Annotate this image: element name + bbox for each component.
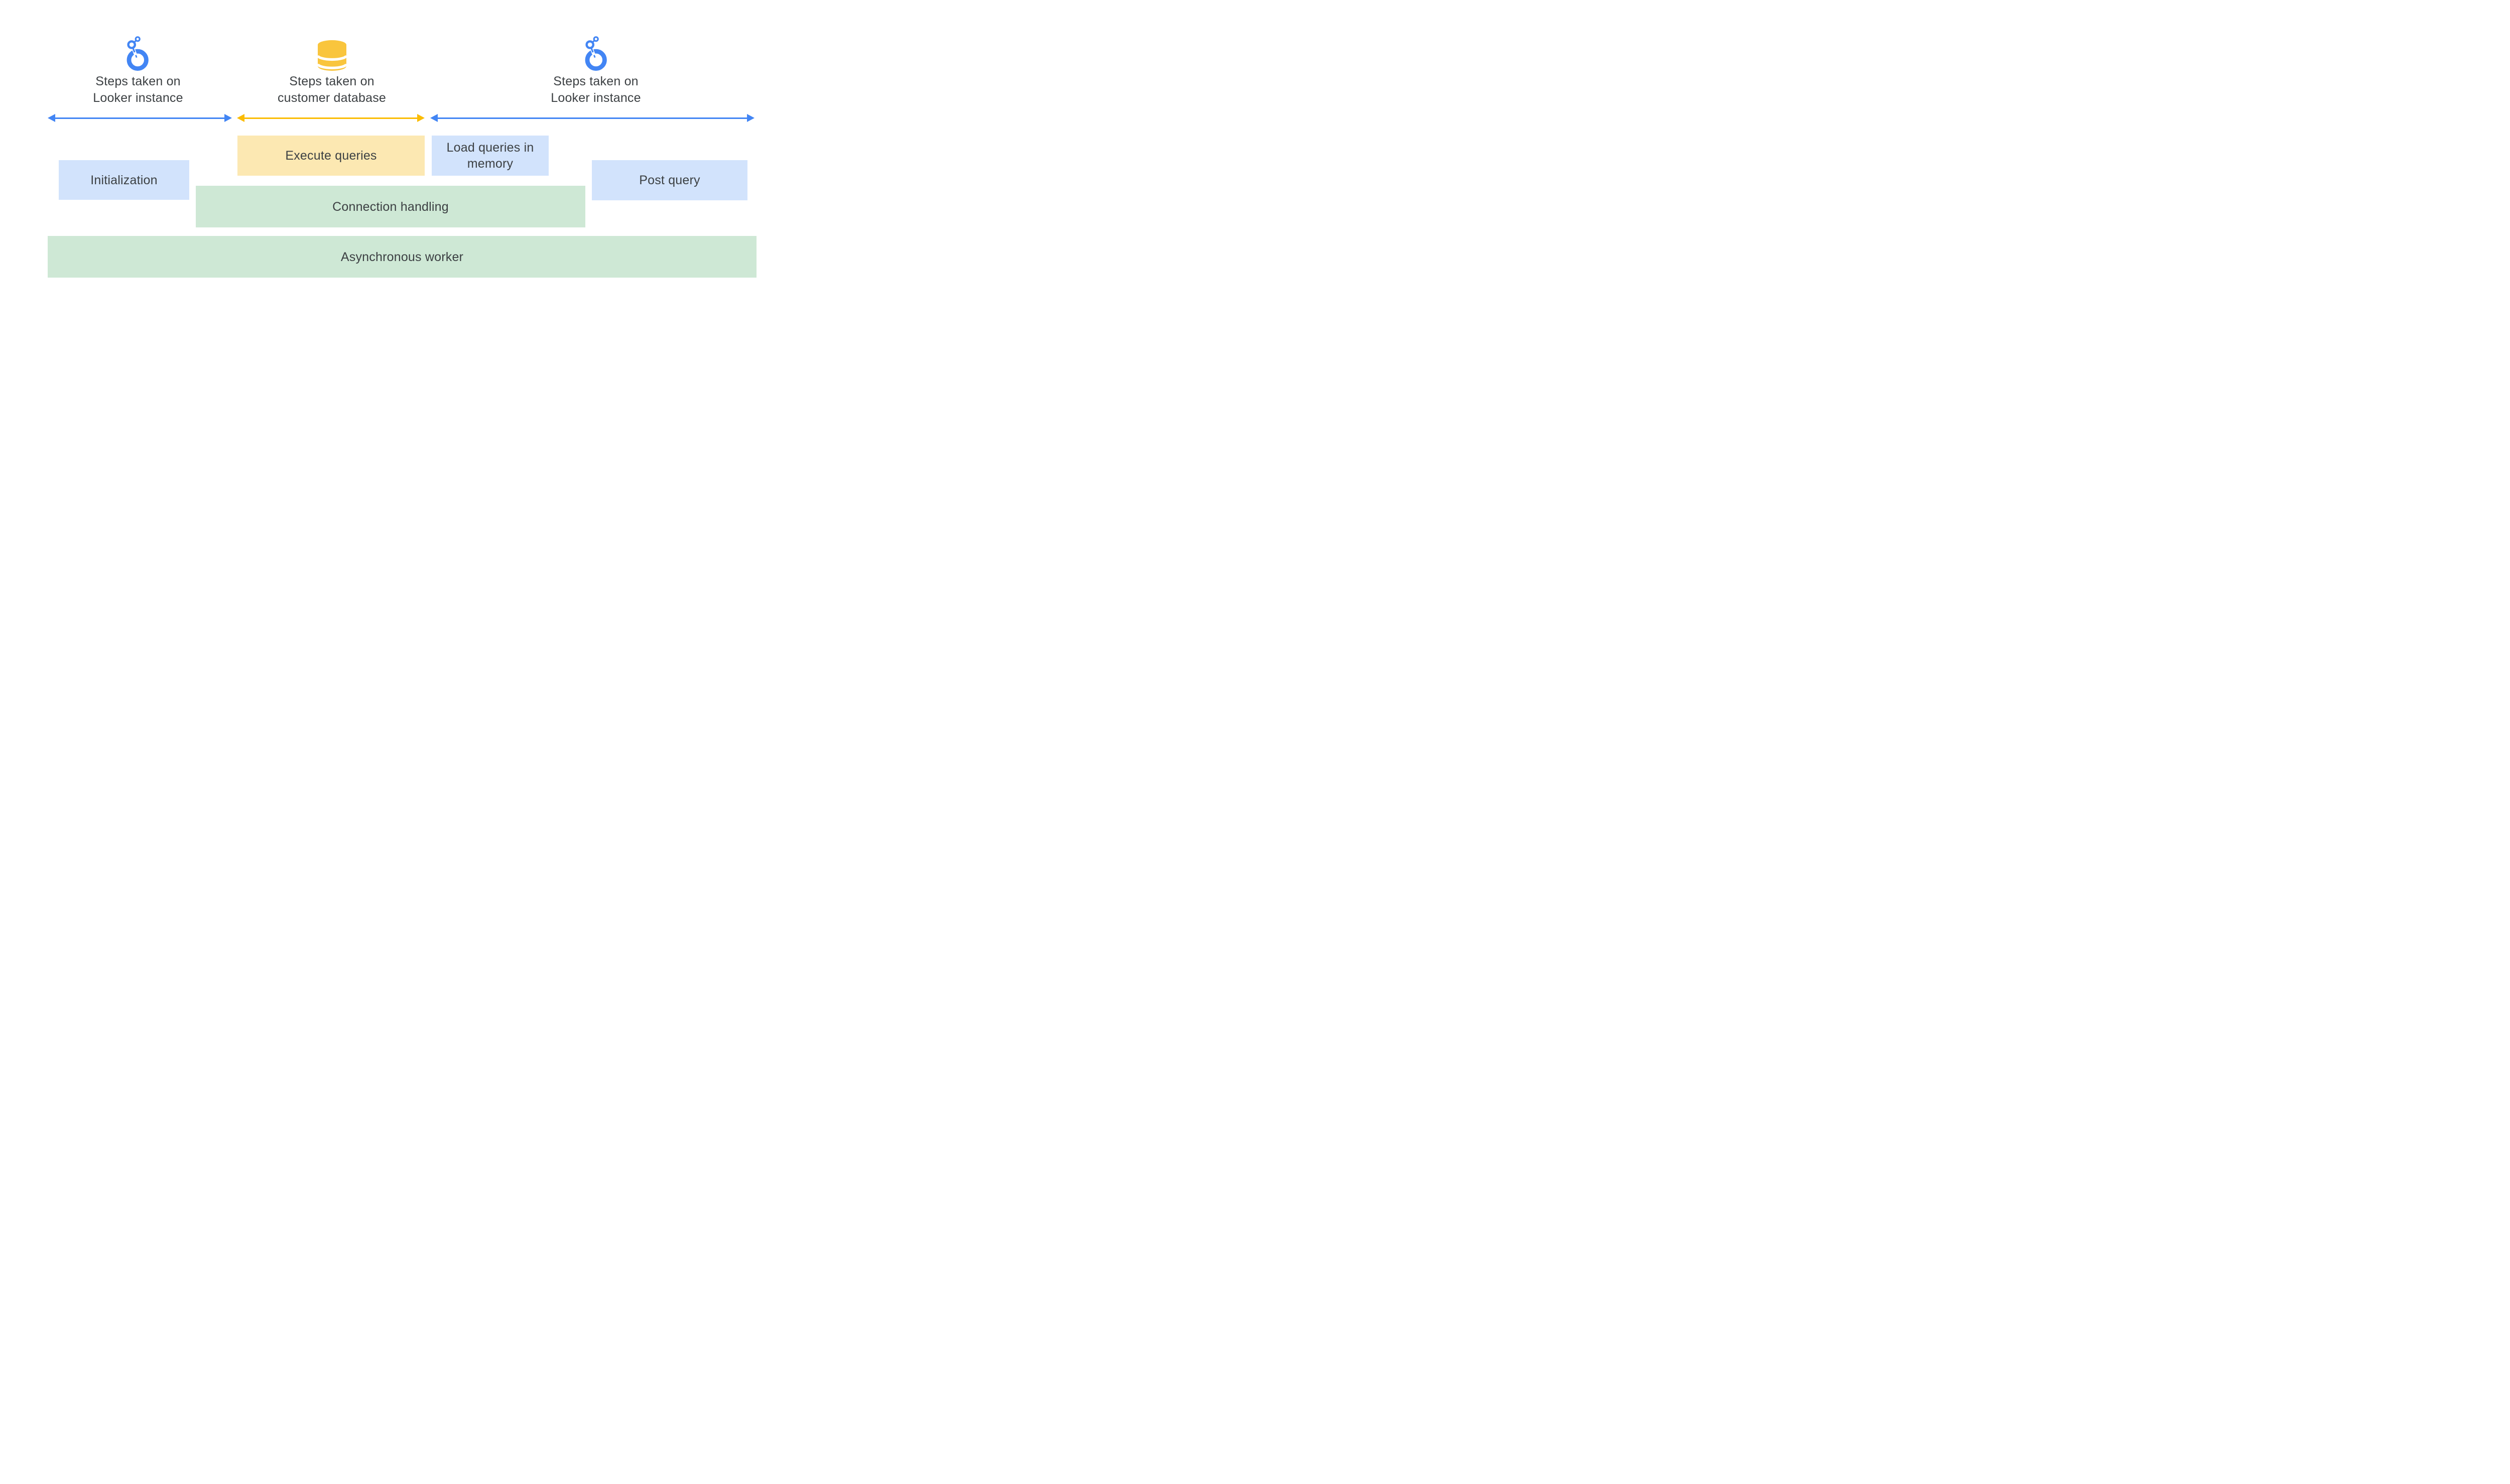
step-box-load-queries-in-memory: Load queries in memory bbox=[432, 136, 549, 176]
arrow-shaft bbox=[54, 117, 225, 119]
step-box-initialization: Initialization bbox=[59, 160, 189, 200]
section-label-looker-left: Steps taken on Looker instance bbox=[38, 73, 238, 106]
arrow-head-right-icon bbox=[747, 114, 755, 122]
section-label-looker-right: Steps taken on Looker instance bbox=[495, 73, 696, 106]
arrow-head-right-icon bbox=[417, 114, 425, 122]
step-box-label: Execute queries bbox=[285, 149, 377, 163]
step-box-label: Post query bbox=[639, 173, 700, 187]
step-box-asynchronous-worker: Asynchronous worker bbox=[48, 236, 757, 278]
section-label-line: customer database bbox=[277, 91, 387, 105]
section-label-line: Steps taken on bbox=[289, 74, 374, 88]
section-label-line: Steps taken on bbox=[95, 74, 181, 88]
looker-logo-icon-svg bbox=[585, 36, 607, 71]
step-box-post-query: Post query bbox=[592, 160, 747, 200]
section-label-customer-database: Steps taken on customer database bbox=[231, 73, 432, 106]
looker-logo-icon bbox=[584, 36, 607, 73]
double-arrow-looker-right bbox=[430, 114, 755, 122]
arrow-shaft bbox=[243, 117, 418, 119]
database-icon bbox=[316, 40, 348, 73]
step-box-label: Connection handling bbox=[332, 199, 449, 214]
looker-logo-icon bbox=[126, 36, 149, 73]
section-label-line: Looker instance bbox=[93, 91, 183, 105]
arrow-head-left-icon bbox=[237, 114, 244, 122]
arrow-head-left-icon bbox=[430, 114, 438, 122]
double-arrow-customer-database bbox=[237, 114, 425, 122]
section-label-line: Steps taken on bbox=[553, 74, 639, 88]
double-arrow-looker-left bbox=[48, 114, 232, 122]
step-box-connection-handling: Connection handling bbox=[196, 186, 585, 227]
arrow-shaft bbox=[437, 117, 748, 119]
looker-logo-icon-svg bbox=[127, 36, 149, 71]
section-label-line: Looker instance bbox=[551, 91, 641, 105]
looker-query-lifecycle-diagram: Steps taken on Looker instance Steps tak… bbox=[0, 0, 803, 297]
step-box-label: Asynchronous worker bbox=[340, 250, 464, 264]
step-box-label: Initialization bbox=[90, 173, 158, 187]
arrow-head-right-icon bbox=[224, 114, 232, 122]
step-box-execute-queries: Execute queries bbox=[237, 136, 425, 176]
step-box-label: Load queries in memory bbox=[446, 141, 534, 171]
database-icon-svg bbox=[316, 40, 348, 71]
arrow-head-left-icon bbox=[48, 114, 55, 122]
